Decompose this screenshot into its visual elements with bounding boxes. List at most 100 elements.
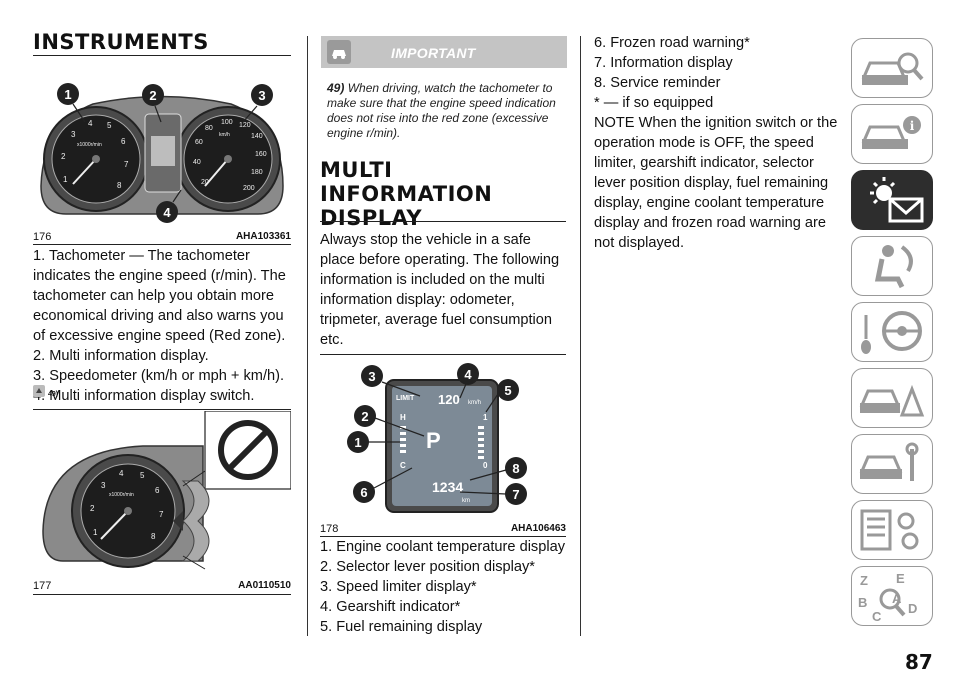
tab-car-info[interactable]: i <box>851 104 933 164</box>
speed-tick: 120 <box>239 122 251 129</box>
list-item: 4. Gearshift indicator* <box>320 599 461 615</box>
speed-tick: 20 <box>201 179 209 186</box>
figure-number: 177 <box>33 580 52 592</box>
tach-tick: 5 <box>140 471 145 480</box>
svg-text:D: D <box>908 601 917 616</box>
title-rule <box>33 55 291 56</box>
list-item: 1. Engine coolant temperature display <box>320 539 566 555</box>
warning-car-icon <box>327 40 351 64</box>
note-reference: 49) <box>33 385 58 398</box>
tach-tick: 7 <box>159 510 164 519</box>
fuel-empty: 0 <box>483 461 488 470</box>
callout-6: 6 <box>360 485 367 500</box>
note-paragraph: NOTE When the ignition switch or the ope… <box>594 115 838 251</box>
list-item: 8. Service reminder <box>594 75 721 91</box>
tab-maintenance[interactable] <box>851 434 933 494</box>
tach-tick: 6 <box>155 486 160 495</box>
figure-177-rule <box>33 409 291 410</box>
figure-177-switch: 1 2 3 4 5 6 7 8 x1000r/min <box>33 410 292 577</box>
tach-tick: 4 <box>119 469 124 478</box>
tach-tick: 3 <box>101 481 106 490</box>
car-search-icon <box>861 52 924 85</box>
figure-176-instrument-cluster: 1 2 3 4 5 6 7 8 x1000r/min 20 40 60 80 1… <box>33 64 291 229</box>
tach-unit: x1000r/min <box>109 492 134 498</box>
figure-178-multi-info-display: LIMIT 120 km/h H 1 P C 0 1234 km 3 4 5 2 <box>320 356 566 518</box>
svg-text:A: A <box>892 591 902 606</box>
callout-5: 5 <box>504 383 511 398</box>
tab-technical-data[interactable] <box>851 500 933 560</box>
figure-177-caption: 177 AA0110510 <box>33 580 291 592</box>
speed-tick: 180 <box>251 169 263 176</box>
tab-car-search[interactable] <box>851 38 933 98</box>
speed-readout: 120 <box>438 392 460 407</box>
tach-tick: 8 <box>117 181 122 190</box>
column-divider <box>307 36 308 636</box>
tab-starting-driving[interactable] <box>851 302 933 362</box>
column-divider <box>580 36 581 636</box>
note-ref-label: 49) <box>48 391 59 398</box>
speed-tick: 40 <box>193 159 201 166</box>
temp-cold: C <box>400 461 406 470</box>
svg-text:i: i <box>910 119 915 133</box>
multi-info-display-illustration: LIMIT 120 km/h H 1 P C 0 1234 km 3 4 5 2 <box>347 363 527 513</box>
odometer-readout: 1234 <box>432 479 463 495</box>
speed-tick: 140 <box>251 133 263 140</box>
tach-tick: 3 <box>71 130 76 139</box>
speed-tick: 100 <box>221 119 233 126</box>
list-item: 1. Tachometer — The tachometer indicates… <box>33 248 286 344</box>
important-body: When driving, watch the tachometer to ma… <box>327 81 556 140</box>
important-ref: 49) <box>327 81 345 95</box>
list-item: 6. Frozen road warning* <box>594 35 750 51</box>
speed-unit: km/h <box>468 400 481 406</box>
list-item: 4. Multi information display switch. <box>33 388 255 404</box>
list-item: 2. Multi information display. <box>33 348 209 364</box>
warning-light-message-icon <box>870 177 924 223</box>
temp-hot: H <box>400 413 406 422</box>
car-breakdown-icon <box>859 384 925 417</box>
instruments-list: 1. Tachometer — The tachometer indicates… <box>33 246 295 406</box>
tach-tick: 1 <box>63 175 68 184</box>
tach-tick: 1 <box>93 528 98 537</box>
tach-tick: 6 <box>121 137 126 146</box>
tach-tick: 4 <box>88 119 93 128</box>
callout-2: 2 <box>149 88 156 103</box>
tach-tick: 5 <box>107 121 112 130</box>
list-item: 7. Information display <box>594 55 733 71</box>
callout-8: 8 <box>512 461 519 476</box>
speed-tick: 160 <box>255 151 267 158</box>
odometer-unit: km <box>462 498 470 504</box>
tab-warning-lights-messages[interactable] <box>851 170 933 230</box>
callout-4: 4 <box>163 205 171 220</box>
figure-code: AHA103361 <box>235 231 291 242</box>
figure-number: 178 <box>320 523 339 535</box>
caption-rule <box>33 594 291 595</box>
important-text: 49) When driving, watch the tachometer t… <box>321 68 567 141</box>
callout-3: 3 <box>368 369 375 384</box>
figure-code: AA0110510 <box>238 580 291 591</box>
tab-safety[interactable] <box>851 236 933 296</box>
speed-unit: km/h <box>219 132 230 138</box>
figure-number: 176 <box>33 231 52 243</box>
svg-text:Z: Z <box>860 573 868 588</box>
gear-indicator: P <box>426 428 441 453</box>
tach-unit: x1000r/min <box>77 142 102 148</box>
figure-178-caption: 178 AHA106463 <box>320 523 566 535</box>
display-items-list: 1. Engine coolant temperature display 2.… <box>320 537 570 637</box>
section-rule <box>320 221 566 222</box>
airbag-seat-icon <box>874 245 913 289</box>
list-item: 5. Fuel remaining display <box>320 619 483 635</box>
callout-4: 4 <box>464 367 472 382</box>
car-maintenance-icon <box>859 442 919 481</box>
instrument-cluster-illustration: 1 2 3 4 5 6 7 8 x1000r/min 20 40 60 80 1… <box>40 83 284 223</box>
caption-rule <box>33 244 291 245</box>
svg-text:C: C <box>872 609 882 624</box>
speed-tick: 80 <box>205 125 213 132</box>
callout-7: 7 <box>512 487 519 502</box>
page-number: 87 <box>905 650 933 674</box>
tach-tick: 8 <box>151 532 156 541</box>
callout-1: 1 <box>64 87 71 102</box>
caption-rule <box>320 536 566 537</box>
tach-tick: 2 <box>61 152 66 161</box>
tab-emergency[interactable] <box>851 368 933 428</box>
